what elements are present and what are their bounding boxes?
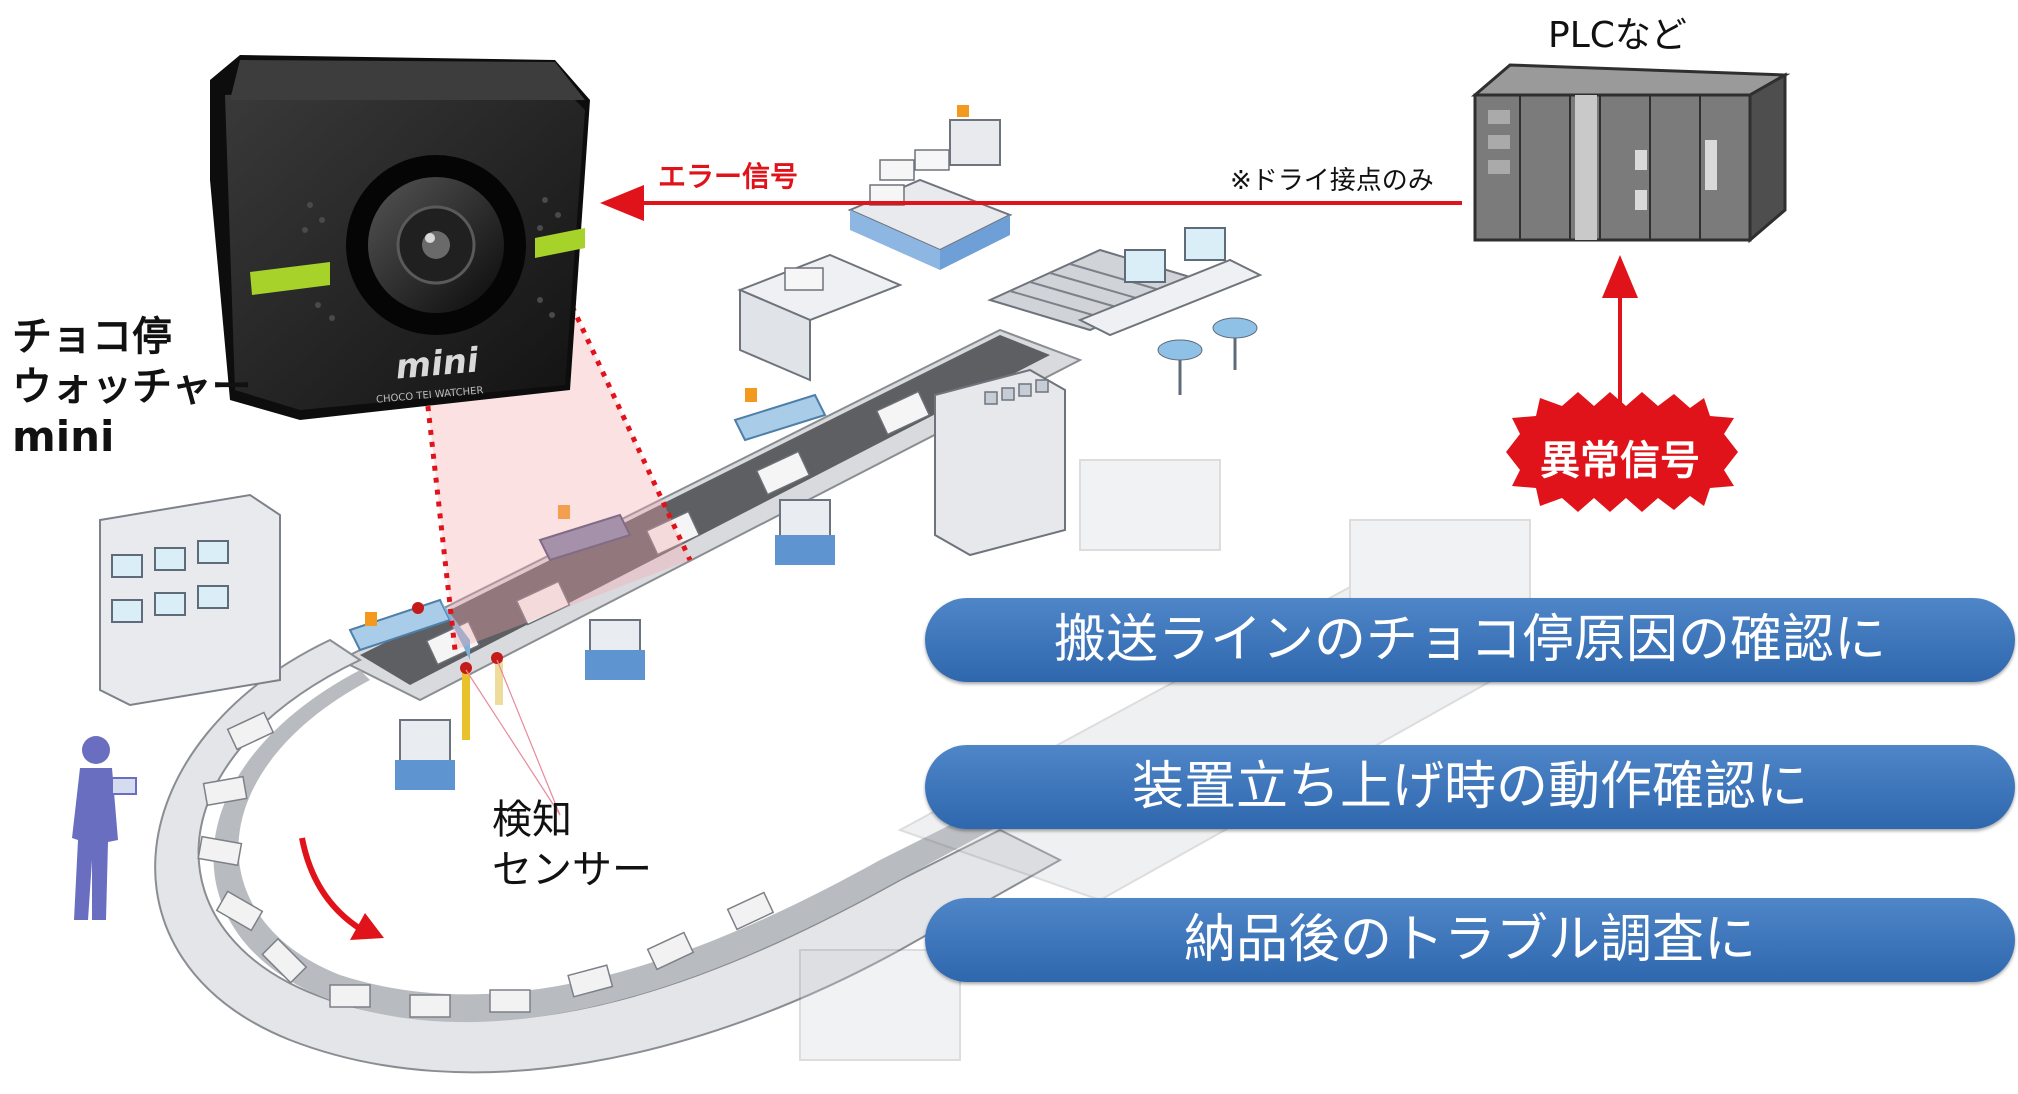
camera-name-line1: チョコ停 [12,314,172,360]
dry-contact-note: ※ドライ接点のみ [1230,166,1434,196]
camera-name-label: チョコ停 ウォッチャー mini [12,312,252,462]
conveyor-line [154,328,1083,1074]
control-cabinet [99,493,281,707]
agv-cart [847,105,1013,270]
electrical-panel [934,368,1066,557]
plc-device [1470,63,1791,244]
plc-label: PLCなど [1548,15,1687,56]
office-desk [1077,227,1263,395]
sensor-label-line1: 検知 [492,797,572,843]
error-signal-label: エラー信号 [658,160,799,193]
camera-name-line2: ウォッチャー [12,364,252,410]
error-signal-arrow [600,185,1462,221]
use-case-pill-2: 装置立ち上げ時の動作確認に [925,745,2015,829]
detection-sensors [412,602,561,816]
sensor-label: 検知 センサー [492,795,652,895]
operator-figure [72,736,137,920]
camera-device: mini CHOCO TEI WATCHER [210,55,590,420]
station-right [733,388,835,565]
sensor-label-line2: センサー [492,847,652,893]
abnormal-signal-burst [1506,392,1738,512]
abnormal-signal-arrow [1602,255,1638,410]
camera-logo-text: mini [394,340,481,387]
station-left [348,598,470,790]
camera-name-line3: mini [12,412,115,461]
abnormal-signal-label: 異常信号 [1540,438,1700,484]
station-middle [538,505,645,680]
processing-machine [737,253,903,382]
use-case-pill-3: 納品後のトラブル調査に [925,898,2015,982]
use-case-pill-1: 搬送ラインのチョコ停原因の確認に [925,598,2015,682]
flow-direction-arrow [299,837,384,940]
